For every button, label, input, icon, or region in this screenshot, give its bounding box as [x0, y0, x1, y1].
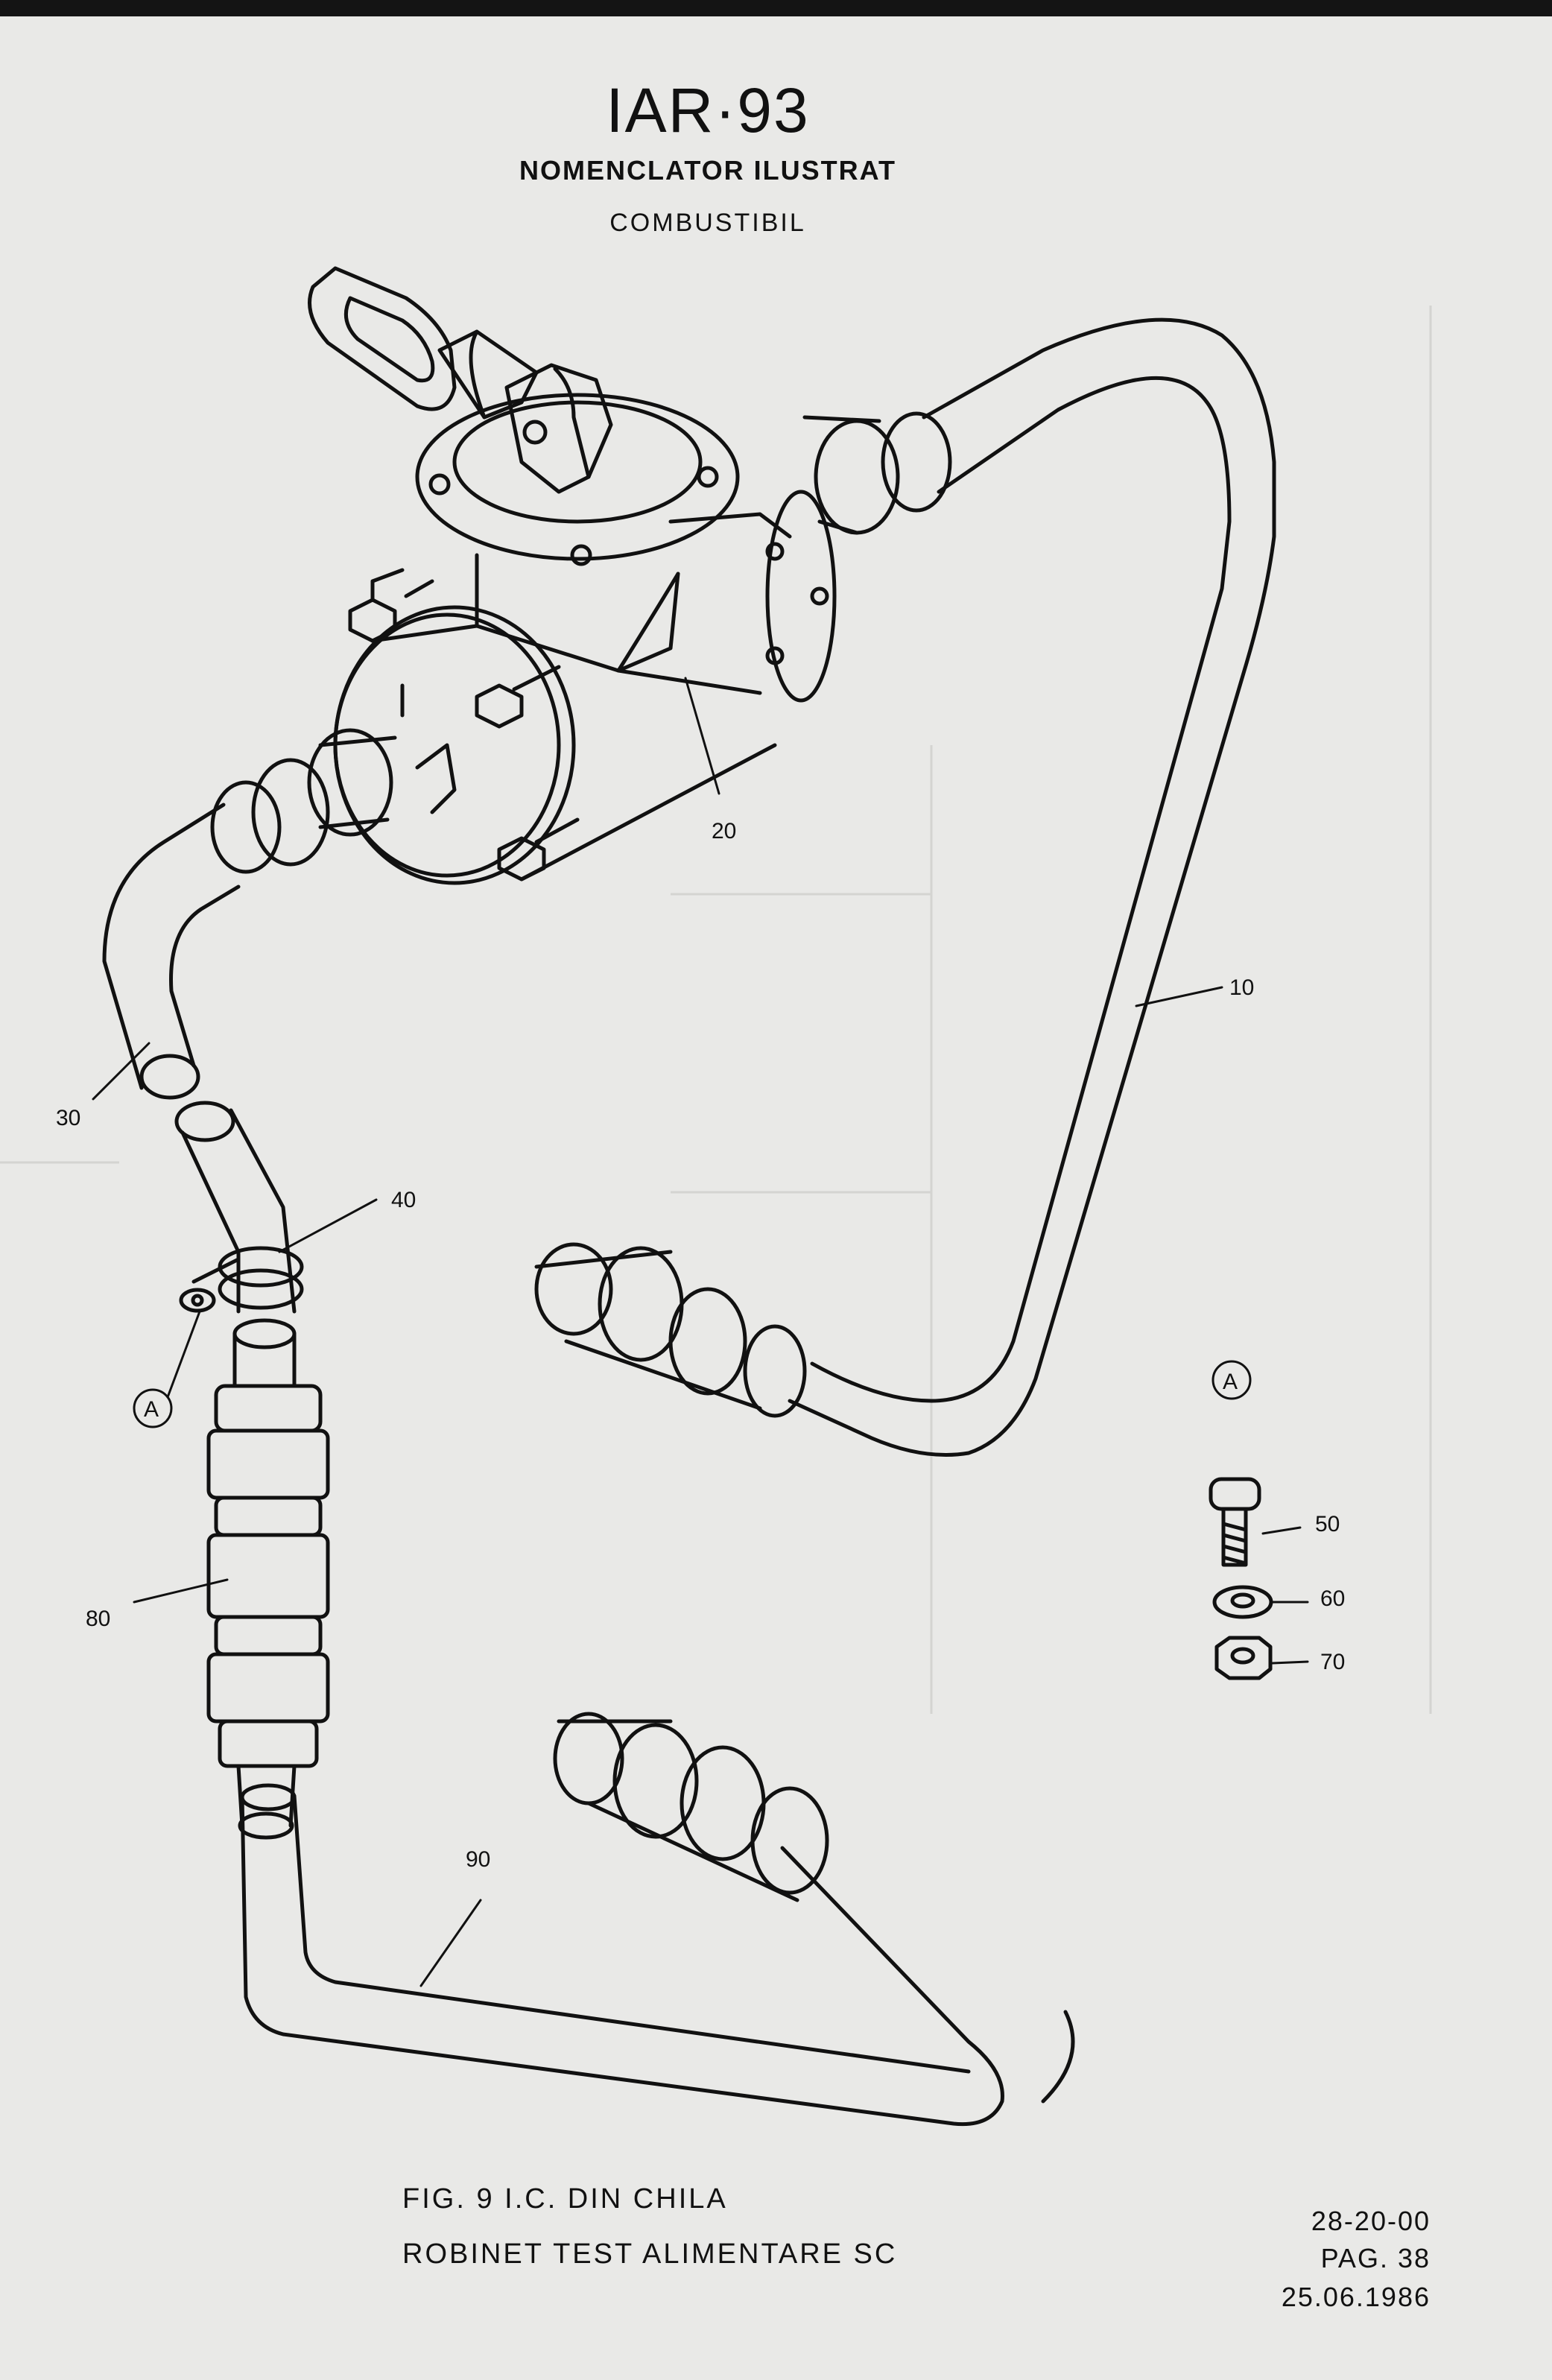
nut-70 — [1214, 1636, 1273, 1680]
callout-20: 20 — [712, 819, 736, 844]
detail-a-hardware — [1209, 1477, 1273, 1680]
detail-a-marker — [133, 1388, 173, 1428]
callout-10: 10 — [1229, 975, 1254, 1000]
bleed-through-lines — [0, 306, 1432, 1714]
figure-caption-line2: ROBINET TEST ALIMENTARE SC — [402, 2238, 898, 2270]
pipe-10 — [534, 317, 1276, 1457]
callout-60: 60 — [1320, 1586, 1345, 1611]
chapter-reference: 28-20-00 — [1311, 2206, 1431, 2236]
bolt-50 — [1209, 1477, 1261, 1567]
document-subtitle: NOMENCLATOR ILUSTRAT — [519, 155, 896, 186]
document-title: IAR·93 — [606, 75, 810, 145]
test-valve-20 — [210, 266, 952, 885]
pipe-30 — [102, 803, 241, 1100]
callout-90: 90 — [466, 1847, 490, 1872]
figure-caption-line1: FIG. 9 I.C. DIN CHILA — [402, 2183, 728, 2215]
pipe-with-clamp-40 — [174, 1101, 304, 1314]
detail-a-title-marker — [1211, 1360, 1252, 1400]
callout-80: 80 — [86, 1607, 110, 1631]
callout-70: 70 — [1320, 1650, 1345, 1674]
flange-bolts — [348, 568, 580, 882]
revision-date: 25.06.1986 — [1281, 2282, 1431, 2312]
section-name: COMBUSTIBIL — [609, 209, 806, 237]
detail-a-title: A — [1223, 1370, 1238, 1394]
washer-60 — [1212, 1585, 1273, 1619]
leader-lines — [92, 677, 1309, 1987]
callout-detail-a: A — [144, 1397, 159, 1422]
callout-30: 30 — [56, 1106, 80, 1130]
callout-50: 50 — [1315, 1512, 1340, 1536]
callout-40: 40 — [391, 1188, 416, 1212]
pipe-90 — [240, 1712, 1075, 2127]
page-number: PAG. 38 — [1320, 2243, 1431, 2273]
top-edge-band — [0, 0, 1552, 16]
